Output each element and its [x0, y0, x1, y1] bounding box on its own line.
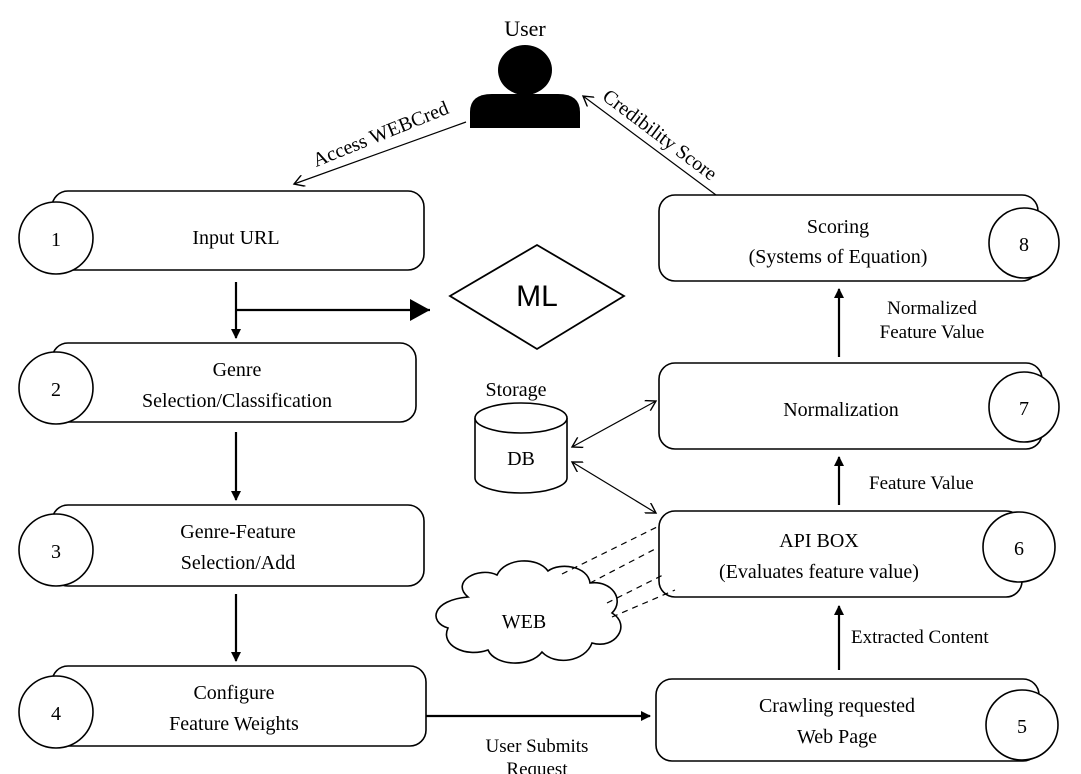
step-2-line-2: Selection/Classification [142, 390, 332, 412]
step-4: Configure Feature Weights 4 [18, 665, 427, 749]
db-label: DB [507, 448, 535, 470]
db-api-arrow [572, 462, 656, 513]
step-1-number: 1 [51, 229, 61, 251]
user-submits-line-1: User Submits [486, 736, 589, 757]
extracted-content-label: Extracted Content [851, 627, 989, 648]
step-4-line-1: Configure [193, 682, 274, 704]
step-3-line-2: Selection/Add [181, 552, 295, 574]
ml-label: ML [516, 280, 558, 313]
db-normalization-arrow [572, 401, 656, 447]
step-8-line-2: (Systems of Equation) [749, 246, 928, 268]
step-4-line-2: Feature Weights [169, 713, 299, 735]
web-label: WEB [502, 611, 546, 633]
step-3: Genre-Feature Selection/Add 3 [18, 504, 425, 587]
storage-node: Storage DB [474, 379, 568, 494]
step-5-line-1: Crawling requested [759, 695, 915, 717]
step-8: Scoring (Systems of Equation) 8 [658, 194, 1060, 282]
step-4-number: 4 [51, 703, 61, 725]
step-5-circle [985, 689, 1059, 761]
step-7: Normalization 7 [658, 362, 1060, 450]
step-5-number: 5 [1017, 716, 1027, 738]
step-5-box [655, 678, 1040, 762]
step-6-number: 6 [1014, 538, 1024, 560]
step-2-number: 2 [51, 379, 61, 401]
web-api-dash-1 [561, 526, 658, 575]
step-2-circle [18, 351, 94, 425]
step-8-number: 8 [1019, 234, 1029, 256]
web-api-dash-4 [611, 589, 676, 618]
step-6: API BOX (Evaluates feature value) 6 [658, 510, 1056, 598]
step-1: Input URL 1 [18, 190, 425, 275]
user-node: User [470, 16, 580, 128]
access-arrow [294, 121, 467, 184]
normalized-label-line-2: Feature Value [880, 322, 985, 343]
step-8-box [658, 194, 1039, 282]
step-2-line-1: Genre [213, 359, 262, 381]
step-1-circle [18, 201, 94, 275]
web-node: WEB [435, 560, 622, 664]
user-submits-line-2: Request [506, 759, 568, 774]
web-cloud-icon [435, 560, 622, 664]
storage-label: Storage [485, 379, 546, 401]
credibility-arrow [583, 96, 717, 196]
step-6-box [658, 510, 1023, 598]
step-6-circle [982, 511, 1056, 583]
step-3-line-1: Genre-Feature [180, 521, 296, 543]
user-label: User [504, 16, 546, 41]
db-cylinder-top [474, 402, 568, 434]
step-7-circle [988, 371, 1060, 443]
step-2: Genre Selection/Classification 2 [18, 342, 417, 425]
feature-value-label: Feature Value [869, 473, 974, 494]
credibility-label: Credibility Score [598, 85, 721, 185]
step-8-circle [988, 207, 1060, 279]
step-4-circle [18, 675, 94, 749]
step-6-line-1: API BOX [779, 530, 859, 552]
step-3-number: 3 [51, 541, 61, 563]
step-7-line-1: Normalization [783, 399, 899, 421]
db-cylinder-body [474, 418, 568, 494]
ml-node: ML [448, 243, 626, 351]
step-6-line-2: (Evaluates feature value) [719, 561, 919, 583]
user-icon-head [498, 45, 552, 95]
user-icon [470, 94, 580, 128]
step-7-number: 7 [1019, 398, 1029, 420]
step-5-line-2: Web Page [797, 726, 877, 748]
step-1-line-1: Input URL [192, 227, 279, 249]
step-8-line-1: Scoring [807, 216, 869, 238]
step-5: Crawling requested Web Page 5 [655, 678, 1059, 762]
web-api-dash-2 [589, 547, 658, 584]
normalized-label-line-1: Normalized [887, 298, 977, 319]
step-3-circle [18, 513, 94, 587]
ml-diamond [448, 243, 626, 351]
